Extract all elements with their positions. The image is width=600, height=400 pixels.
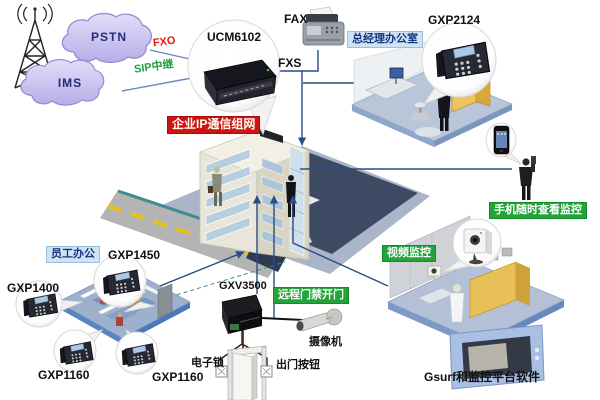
gxp1400-callout (15, 280, 83, 328)
desk (365, 76, 419, 100)
radio-waves-icon (17, 3, 53, 25)
smartphone (493, 125, 510, 155)
exit-button-box (260, 365, 273, 378)
ucm6102-device (203, 59, 277, 106)
pstn-cloud (61, 12, 152, 63)
ip-camera (463, 228, 492, 265)
gxp2124-label: GXP2124 (428, 13, 481, 27)
door-panel (232, 352, 253, 400)
fxs-port-label: FXS (278, 56, 302, 70)
electric-lock-label: 电子锁 (191, 357, 224, 369)
fxs-line (278, 50, 319, 72)
electric-lock-box (215, 365, 228, 378)
gxp1160-right-callout (115, 328, 159, 375)
ucm6102-callout (187, 19, 281, 136)
wall-camera (427, 265, 442, 281)
operator-person (449, 284, 465, 323)
building-title-label: 企业IP通信组网 (167, 116, 261, 134)
gxp1400-label: GXP1400 (7, 281, 60, 295)
smartphone-callout (485, 122, 522, 165)
mobile-monitor-label: 手机随时查看监控 (489, 202, 587, 219)
desktop-monitor (389, 67, 404, 79)
gxp2124-callout (421, 22, 497, 106)
manager-office-label: 总经理办公室 (347, 31, 423, 48)
video-monitor-label: 视频监控 (382, 245, 436, 262)
gsurf-monitor (449, 324, 545, 390)
gxv3500-device (221, 294, 263, 334)
gsurf-software-label: Gsurf和监控平台软件 (424, 370, 541, 384)
video-to-building (288, 195, 389, 287)
mobile-user-person (519, 156, 536, 200)
rooftop-unit (260, 128, 283, 143)
video-room (387, 215, 565, 390)
camera-label: 摄像机 (309, 336, 342, 348)
exit-button-label: 出门按钮 (276, 359, 320, 371)
fax-label: FAX (284, 12, 308, 26)
staff-office-dashed-line (129, 261, 286, 310)
staff-office-label: 员工办公 (46, 246, 100, 263)
ims-cloud (20, 59, 105, 106)
fax-machine (302, 6, 345, 46)
door-access-assembly (215, 317, 304, 400)
gxp1160-left-callout (53, 329, 104, 373)
gxp1160-left-label: GXP1160 (38, 368, 90, 382)
pstn-label: PSTN (90, 30, 127, 44)
ims-label: IMS (57, 76, 83, 90)
gxp1450-callout (93, 254, 155, 313)
pedestrian-left (208, 167, 222, 206)
door-camera (296, 308, 343, 332)
ip-camera-callout (442, 218, 502, 273)
camera-wire (261, 317, 304, 321)
server-cabinet (157, 283, 173, 319)
sip-line (121, 76, 198, 92)
gxv3500-label: GXV3500 (219, 280, 267, 292)
gxp1450-label: GXP1450 (108, 248, 161, 262)
ucm6102-label: UCM6102 (206, 30, 262, 44)
remote-door-label: 远程门禁开门 (273, 287, 349, 304)
gxp1160-right-label: GXP1160 (152, 370, 204, 384)
office-building (198, 128, 311, 261)
